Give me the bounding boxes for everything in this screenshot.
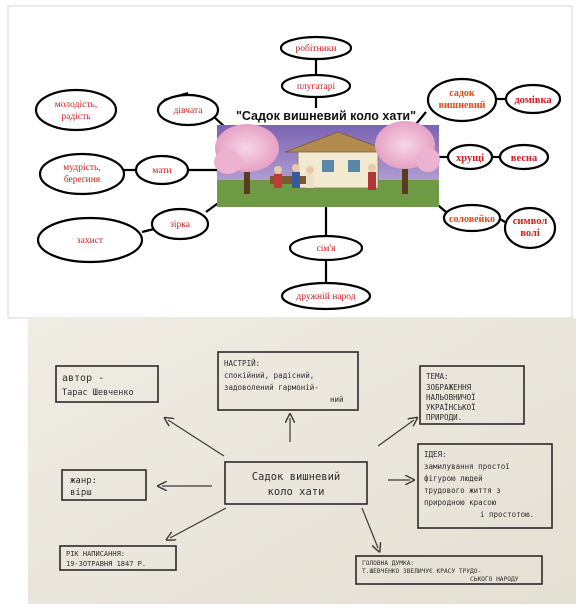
arrow	[377, 420, 414, 447]
oval-vesna: весна	[498, 143, 550, 171]
box-text: вірш	[70, 488, 92, 498]
box-tema: ТЕМА: ЗОБРАЖЕННЯ НАЛЬОВНИЧОЇ УКРАЇНСЬКОЇ…	[419, 365, 525, 425]
box-text: НАСТРІЙ:	[224, 359, 260, 368]
box-text: ІДЕЯ:	[424, 450, 447, 459]
oval-label: берегиня	[64, 174, 101, 185]
oval-label: зірка	[170, 220, 191, 230]
oval-maty: мати	[134, 154, 190, 186]
box-text: трудового життя з	[424, 486, 501, 495]
box-text: природною красою	[424, 498, 497, 507]
box-text: Садок вишневий	[252, 471, 341, 483]
oval-label: хрущі	[456, 153, 484, 164]
box-text: УКРАЇНСЬКОЇ	[426, 403, 476, 412]
oval-label: мати	[152, 166, 171, 176]
box-center: Садок вишневий коло хати	[224, 461, 368, 505]
oval-label: соловейко	[449, 214, 495, 225]
map-title: "Садок вишневий коло хати"	[236, 109, 416, 123]
box-text: автор -	[62, 373, 104, 384]
box-text: ГОЛОВНА ДУМКА:	[362, 560, 414, 567]
top-mind-map: "Садок вишневий коло хати"	[7, 5, 573, 319]
oval-label: дівчата	[174, 106, 204, 116]
box-ideia: ІДЕЯ: замилування простої фігурою людей …	[417, 443, 553, 529]
connector	[141, 227, 155, 234]
oval-symvol-voli: символ волі	[503, 206, 557, 250]
box-text: ПРИРОДИ.	[426, 413, 462, 422]
oval-label: захист	[77, 236, 104, 246]
oval-label: плугатарі	[297, 82, 336, 92]
box-avtor: автор - Тарас Шевченко	[55, 365, 159, 403]
box-rik: РІК НАПИСАННЯ: 19-ЗОТРАВНЯ 1847 Р.	[59, 545, 177, 571]
box-text: замилування простої	[424, 462, 510, 471]
oval-zakhyst: захист	[36, 216, 144, 264]
oval-soloveiko: соловейко	[442, 203, 502, 233]
box-text: жанр:	[70, 476, 97, 486]
box-text: коло хати	[268, 486, 325, 498]
oval-divchata: дівчата	[156, 93, 220, 127]
box-text: ЗОБРАЖЕННЯ	[426, 383, 472, 392]
box-text: СЬКОГО НАРОДУ	[470, 576, 519, 583]
oval-label: дружній народ	[296, 291, 355, 302]
oval-molodist: молодість, радість	[34, 88, 118, 132]
oval-khrushchi: хрущі	[446, 143, 494, 171]
arrow	[168, 420, 225, 457]
arrow	[170, 507, 227, 538]
oval-zirka: зірка	[150, 207, 210, 241]
oval-sadok-vyshnevyi: садок вишневий	[426, 77, 498, 123]
oval-label: домівка	[514, 95, 552, 106]
box-text: задоволений гармоній-	[224, 383, 319, 392]
box-text: Т.ШЕВЧЕНКО ЗВЕЛИЧУЄ КРАСУ ТРУДО-	[362, 568, 481, 575]
box-holovna-dumka: ГОЛОВНА ДУМКА: Т.ШЕВЧЕНКО ЗВЕЛИЧУЄ КРАСУ…	[355, 555, 543, 585]
box-text: РІК НАПИСАННЯ:	[66, 550, 125, 558]
oval-label: вишневий	[439, 100, 486, 111]
box-text: ТЕМА:	[426, 372, 449, 381]
box-text: ний	[330, 395, 344, 404]
oval-label: молодість,	[55, 100, 97, 110]
oval-label: радість	[61, 112, 91, 122]
oval-label: садок	[449, 88, 475, 99]
village-illustration	[214, 121, 440, 207]
box-zhanr: жанр: вірш	[61, 469, 147, 501]
box-text: НАЛЬОВНИЧОЇ	[426, 393, 476, 402]
box-text: і простотою.	[480, 510, 534, 519]
box-text: Тарас Шевченко	[62, 388, 134, 398]
oval-pluhatari: плугатарі	[280, 73, 352, 99]
oval-simia: сім'я	[288, 234, 364, 262]
oval-label: символ	[513, 216, 548, 227]
oval-label: робітники	[296, 43, 337, 54]
arrows	[162, 418, 414, 548]
oval-robitnyky: робітники	[279, 35, 353, 61]
oval-domivka: домівка	[504, 83, 562, 115]
box-nastrii: НАСТРІЙ: спокійний, радісний, задоволени…	[217, 351, 359, 411]
arrow	[361, 507, 378, 548]
oval-mudrist: мудрість, берегиня	[38, 152, 126, 196]
oval-label: волі	[520, 228, 540, 239]
oval-label: сім'я	[317, 244, 337, 254]
box-text: фігурою людей	[424, 474, 483, 483]
oval-label: весна	[511, 153, 538, 164]
handwritten-scheme: Садок вишневий коло хати автор - Тарас Ш…	[28, 318, 576, 604]
box-text: спокійний, радісний,	[224, 371, 314, 380]
box-text: 19-ЗОТРАВНЯ 1847 Р.	[66, 560, 146, 568]
oval-label: мудрість,	[63, 163, 100, 173]
oval-druzhnii-narod: дружній народ	[280, 281, 372, 311]
